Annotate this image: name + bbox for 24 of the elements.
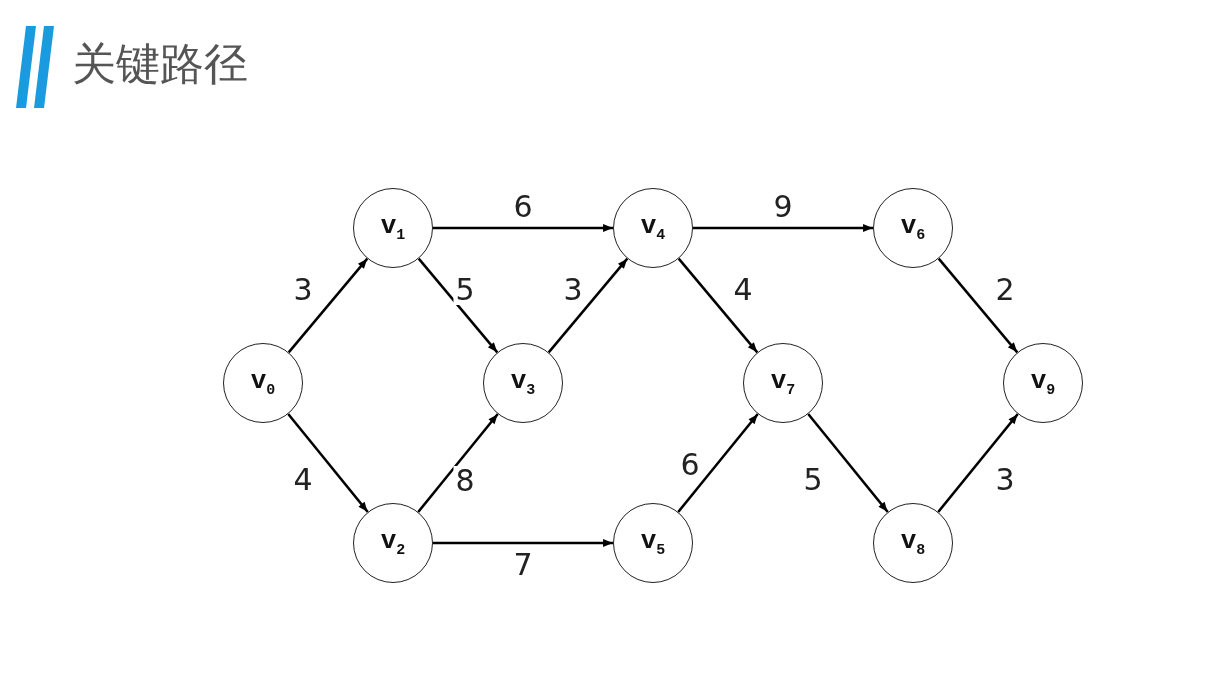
vertex-circle: v$_{5}$	[613, 503, 693, 583]
vertex-circle: v$_{9}$	[1003, 343, 1083, 423]
arrow	[417, 413, 499, 513]
vertex-circle: v$_{6}$	[873, 188, 953, 268]
arrow	[693, 224, 873, 232]
arrow	[677, 257, 759, 354]
vertex-circle: v$_{2}$	[353, 503, 433, 583]
arrow	[287, 413, 369, 513]
arrow	[677, 413, 759, 513]
vertex-circle: v$_{0}$	[223, 343, 303, 423]
arrow	[433, 224, 613, 232]
vertex-circle: v$_{1}$	[353, 188, 433, 268]
arrow	[547, 257, 629, 354]
page-title: 关键路径	[72, 40, 248, 89]
vertex-circle: v$_{7}$	[743, 343, 823, 423]
vertex-circle: v$_{4}$	[613, 188, 693, 268]
arrow	[433, 539, 613, 547]
arrow	[287, 257, 369, 354]
vertex-circle: v$_{8}$	[873, 503, 953, 583]
arrow	[937, 413, 1019, 513]
vertex-circle: v$_{3}$	[483, 343, 563, 423]
arrow	[417, 257, 499, 354]
arrow	[807, 413, 889, 513]
arrow	[937, 257, 1019, 354]
